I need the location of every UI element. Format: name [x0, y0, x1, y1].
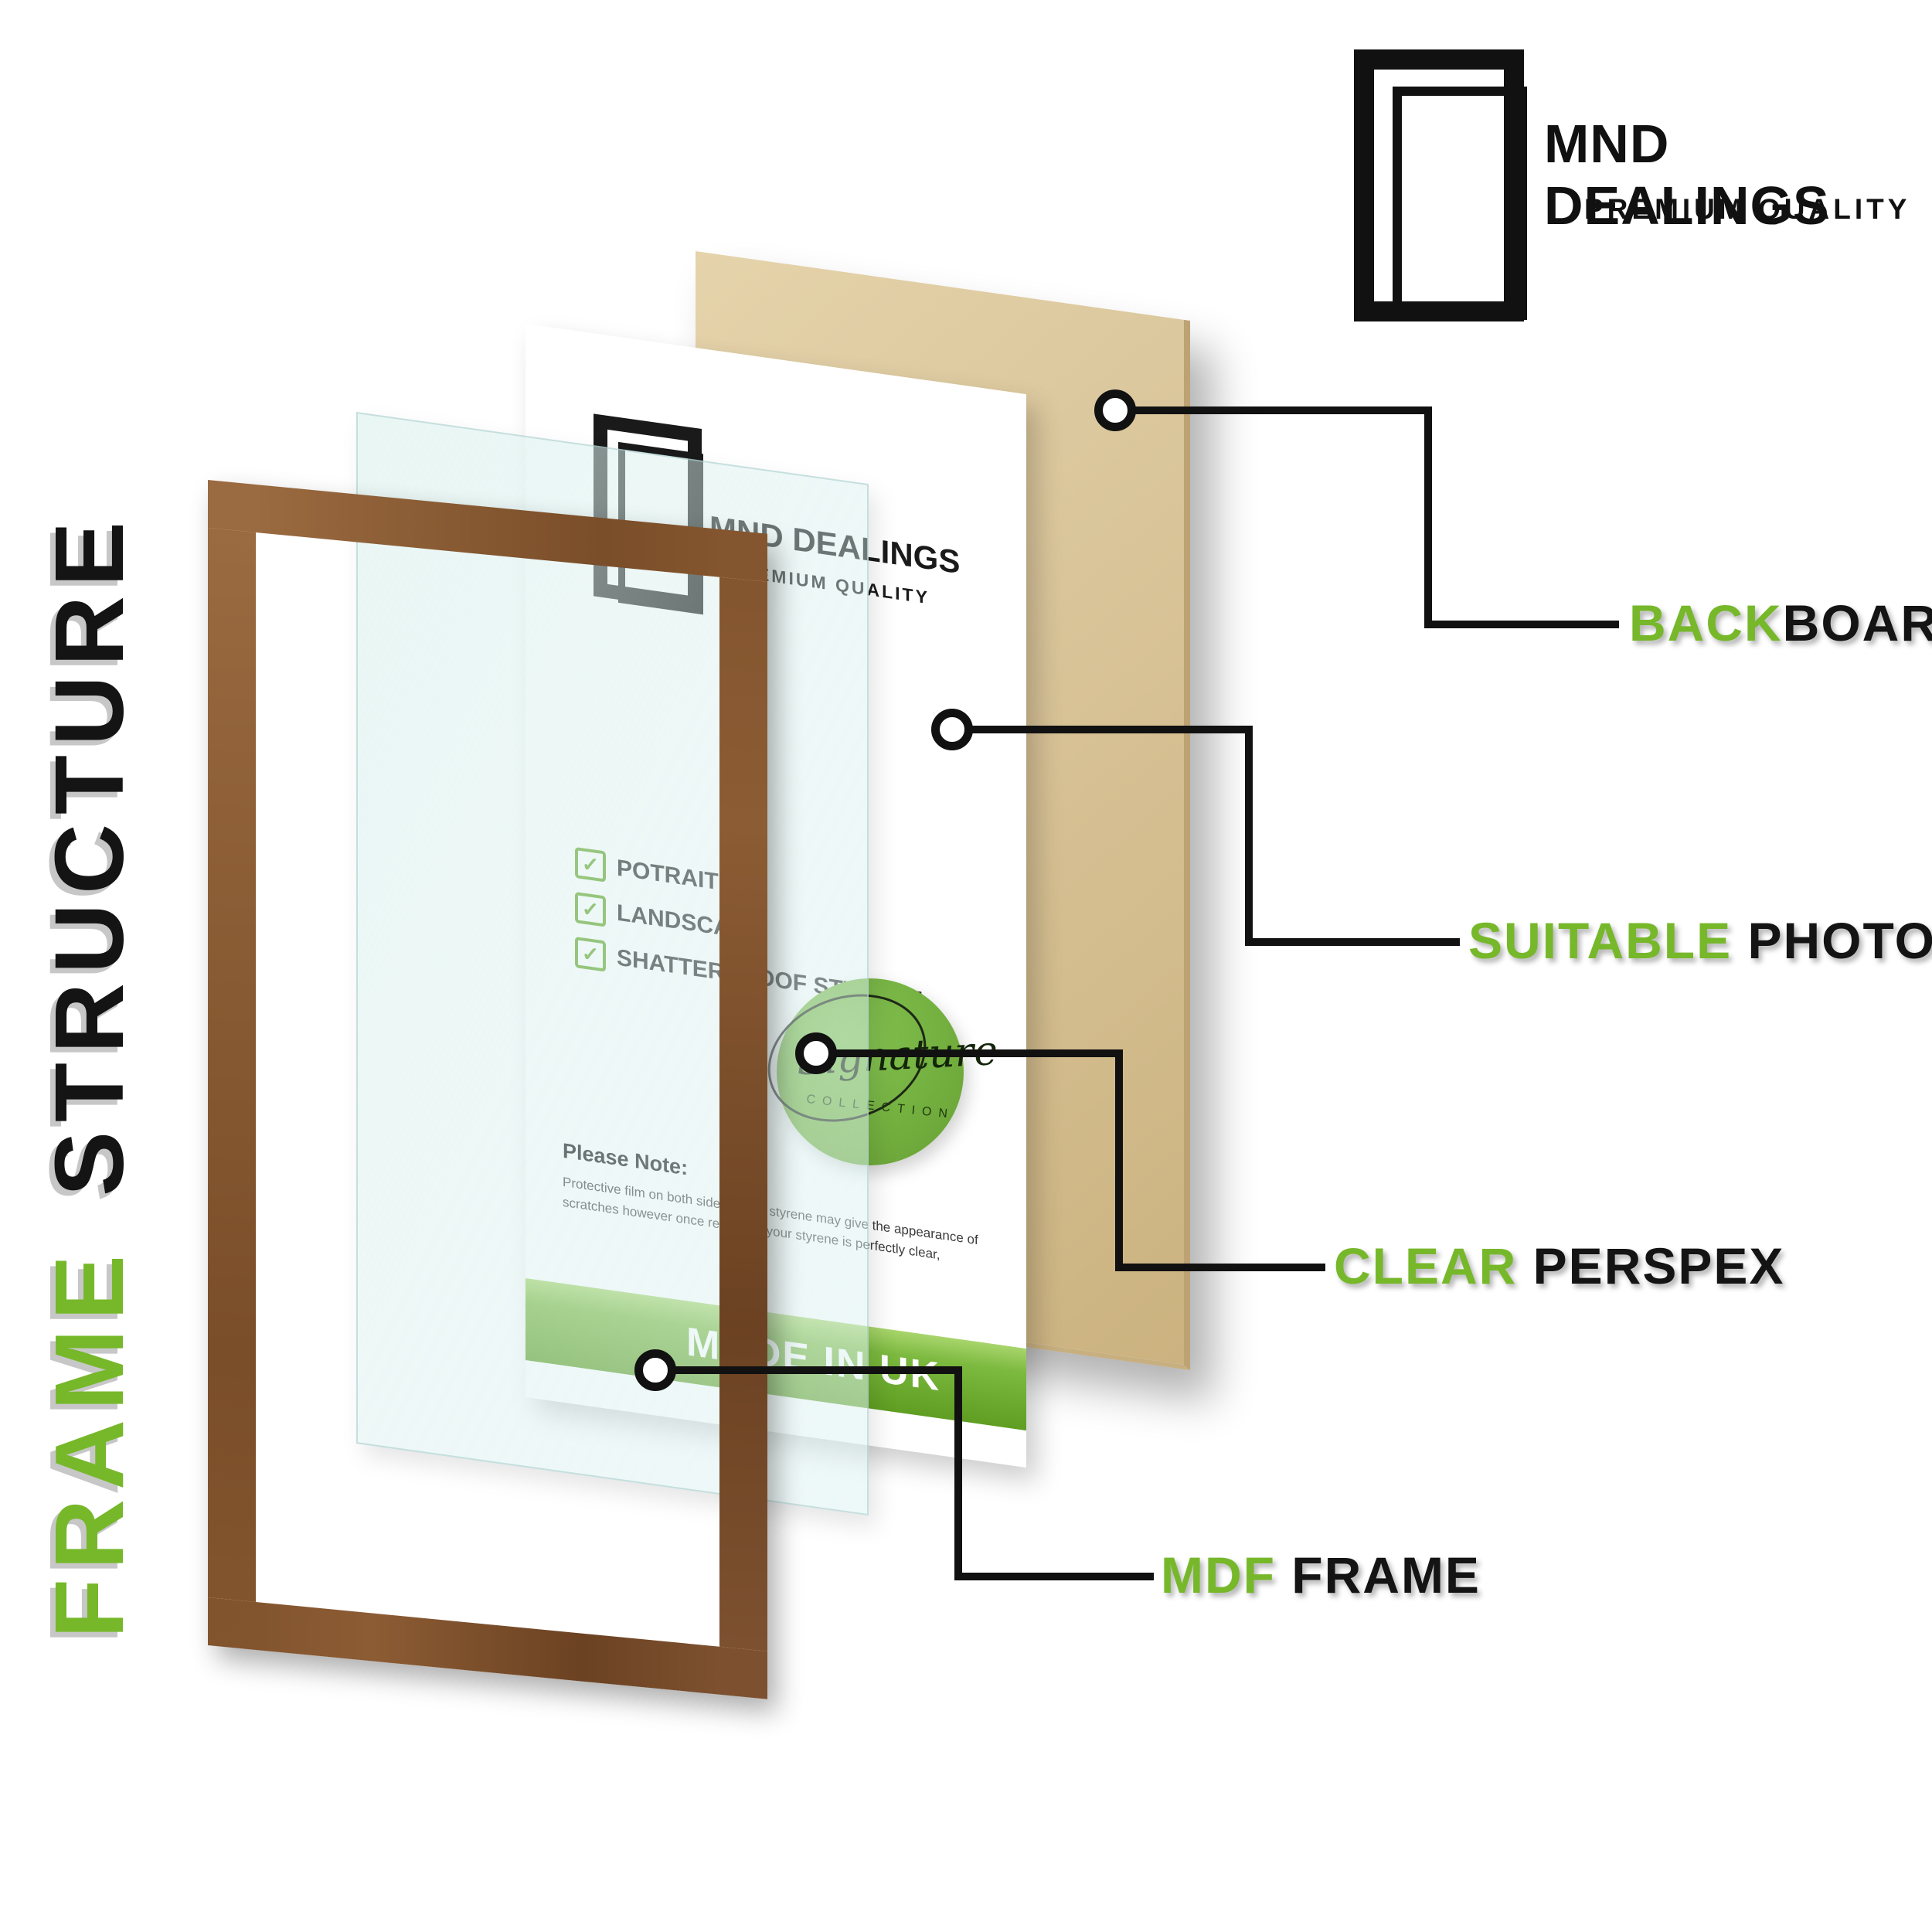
photo-marker	[931, 709, 973, 750]
backboard-connector-line	[1424, 621, 1619, 628]
clear-perspex-label-green: CLEAR	[1334, 1237, 1518, 1294]
mdf-frame-label-green: MDF	[1161, 1546, 1276, 1604]
clear-perspex-label-black: PERSPEX	[1517, 1237, 1785, 1294]
backboard-connector-line	[1130, 406, 1432, 414]
photo-connector-line	[1245, 938, 1460, 946]
frame-marker	[634, 1349, 676, 1391]
brand-name: MND DEALINGS	[1544, 114, 1830, 236]
backboard-marker	[1094, 389, 1136, 431]
page-title: FRAME STRUCTURE	[23, 325, 155, 1638]
clear-perspex-label: CLEAR PERSPEX	[1334, 1236, 1784, 1295]
page-title-frame: FRAME	[34, 1246, 144, 1638]
photo-connector-line	[1245, 726, 1253, 946]
frame-connector-line	[954, 1366, 962, 1580]
perspex-connector-line	[831, 1049, 1123, 1057]
brand-tagline: PREMIUM QUALITY	[1584, 193, 1911, 225]
suitable-photo-label-black: PHOTO	[1732, 912, 1932, 969]
suitable-photo-label: SUITABLE PHOTO	[1468, 911, 1932, 970]
perspex-marker	[795, 1032, 837, 1074]
frame-connector-line	[954, 1573, 1154, 1580]
backboard-label-green: BACK	[1629, 594, 1783, 651]
frame-connector-line	[670, 1366, 962, 1374]
backboard-connector-line	[1424, 406, 1432, 628]
backboard-label: BACKBOARD	[1629, 594, 1932, 652]
mdf-frame-layer	[208, 480, 767, 1699]
suitable-photo-label-green: SUITABLE	[1468, 912, 1733, 969]
backboard-label-black: BOARD	[1782, 594, 1932, 651]
brand-logo-frame-inner-icon	[1393, 87, 1527, 320]
mdf-frame-label: MDF FRAME	[1161, 1546, 1481, 1604]
perspex-connector-line	[1115, 1049, 1123, 1271]
perspex-connector-line	[1115, 1264, 1325, 1271]
mdf-frame-label-black: FRAME	[1275, 1546, 1481, 1604]
photo-connector-line	[967, 726, 1253, 733]
page-title-structure: STRUCTURE	[34, 512, 144, 1197]
